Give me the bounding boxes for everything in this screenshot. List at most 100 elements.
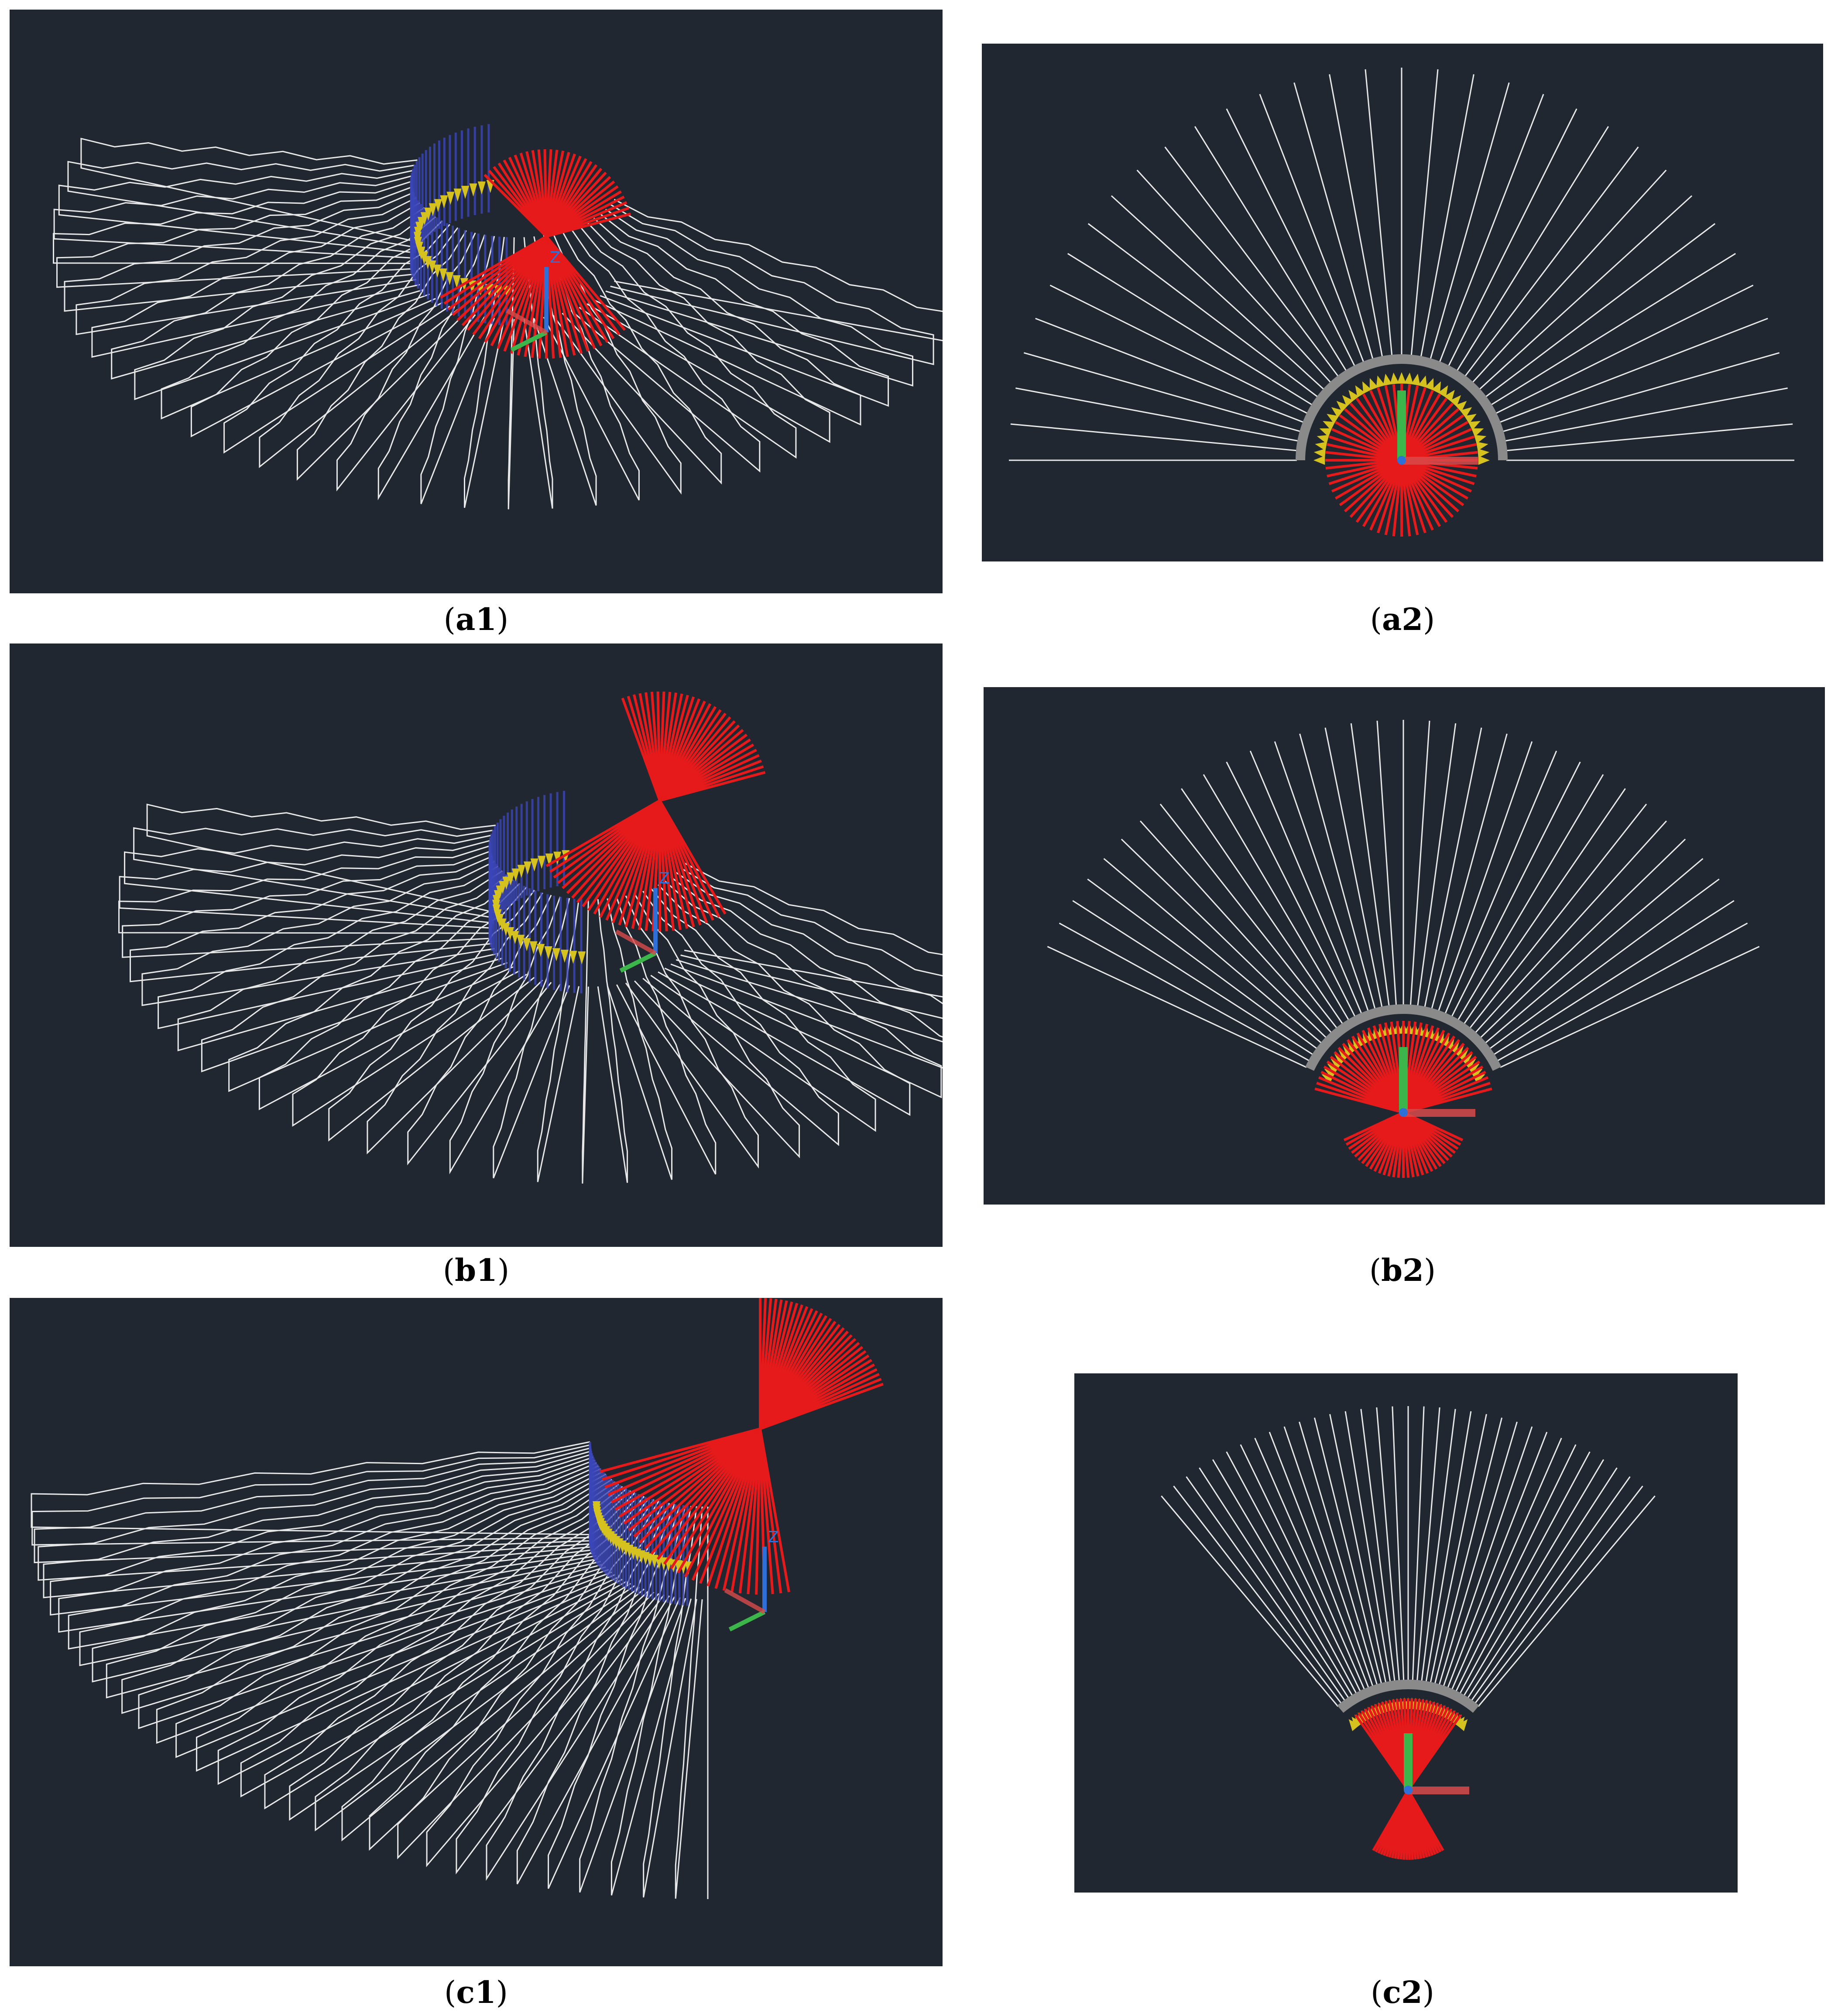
wire-panel (657, 884, 911, 1116)
viewport-a1[interactable]: Z (10, 10, 943, 593)
wire-panel (53, 175, 411, 259)
x-axis-icon (724, 1588, 766, 1614)
wire-panel (228, 879, 514, 1092)
wire-line (1269, 1431, 1370, 1689)
arrow (1331, 407, 1344, 418)
blade (714, 1428, 761, 1589)
arrow (674, 1560, 682, 1574)
wire-line (1409, 720, 1430, 1006)
arrow (1336, 400, 1348, 412)
arrow (434, 199, 442, 212)
blade (1400, 460, 1419, 535)
arrow (1444, 390, 1455, 402)
wire-line (1111, 195, 1325, 390)
caption-a1: (a1) (443, 601, 509, 637)
wire-panel (201, 875, 508, 1072)
arrow (424, 256, 432, 269)
blade (1354, 1714, 1409, 1791)
wire-line (1490, 253, 1736, 406)
blade (1331, 428, 1402, 462)
wire-line (1350, 723, 1390, 1007)
wire-line (1159, 804, 1338, 1029)
wire-panel (196, 1484, 619, 1772)
arrow (523, 938, 531, 952)
wire-panel (64, 192, 414, 312)
arrow (477, 181, 486, 195)
wire-panel (58, 170, 413, 253)
top-view-b2 (1047, 720, 1760, 1178)
wire-line (1299, 1421, 1378, 1686)
arrow (1362, 381, 1372, 394)
wire-line (1324, 727, 1383, 1008)
blade (1400, 397, 1448, 461)
blade (1339, 414, 1402, 462)
blade (1401, 459, 1472, 493)
viewport-b2[interactable] (984, 687, 1825, 1205)
blade (1349, 402, 1403, 462)
arrow (1327, 414, 1339, 424)
wire-panel (50, 1456, 594, 1616)
blade (602, 1427, 761, 1481)
wire-line (1161, 1495, 1339, 1707)
wire-line (1344, 1411, 1391, 1683)
wire-panel (134, 212, 430, 400)
blade (1400, 459, 1441, 527)
blade (1400, 460, 1411, 537)
blade (677, 1428, 761, 1574)
blade (1325, 451, 1402, 462)
wire-line (1420, 74, 1474, 358)
x-axis-icon (615, 929, 657, 955)
viewport-c1[interactable]: Z (10, 1298, 943, 1966)
viewport-b1[interactable]: Z (10, 643, 943, 1247)
blade (1401, 459, 1469, 500)
wire-panel (141, 861, 495, 1006)
fan-lines (1047, 720, 1760, 1068)
wire-line (1047, 946, 1307, 1068)
wire-panel (315, 1494, 640, 1831)
viewport-a2[interactable] (982, 44, 1823, 561)
wire-line (1467, 1467, 1618, 1699)
blade (1400, 459, 1448, 523)
wire-panel (593, 217, 861, 426)
arrow (1425, 378, 1434, 390)
wire-line (1136, 169, 1332, 383)
blade-fans (600, 1298, 884, 1595)
wire-line (1479, 839, 1686, 1039)
blade (759, 1428, 790, 1592)
wire-line (1212, 1459, 1354, 1697)
caption-b1: (b1) (442, 1252, 510, 1288)
arrow (1460, 1054, 1472, 1065)
arrow (469, 183, 477, 197)
wire-line (1450, 761, 1581, 1017)
viewport-c2[interactable] (1074, 1373, 1738, 1893)
wire-line (1410, 69, 1439, 356)
wire-line (1173, 1485, 1342, 1704)
arrow-ring (1313, 372, 1490, 465)
arrow (569, 951, 577, 964)
arrow (453, 188, 462, 202)
wire-panel (43, 1453, 593, 1598)
wire-panel (562, 231, 722, 485)
arrow (511, 931, 519, 945)
arrow (446, 192, 455, 205)
arrow (1334, 1054, 1347, 1065)
blade (607, 1427, 761, 1496)
wire-panel (680, 867, 943, 1019)
wire-line (1226, 108, 1356, 367)
arrow (650, 1555, 658, 1568)
wire-panel (597, 899, 628, 1183)
wire-line (1087, 223, 1319, 398)
blade (1334, 421, 1402, 462)
y-axis-icon (728, 1610, 766, 1632)
wire-panels (53, 137, 943, 510)
blade (1384, 460, 1403, 535)
arrow (1455, 400, 1467, 412)
arrow (530, 858, 538, 872)
arrow (1476, 442, 1488, 451)
arrow (578, 951, 586, 965)
arrow (545, 853, 553, 867)
arrow (453, 275, 461, 288)
wire-line (1459, 1451, 1591, 1694)
wire-line (1293, 82, 1374, 360)
wire-line (1412, 1406, 1425, 1681)
